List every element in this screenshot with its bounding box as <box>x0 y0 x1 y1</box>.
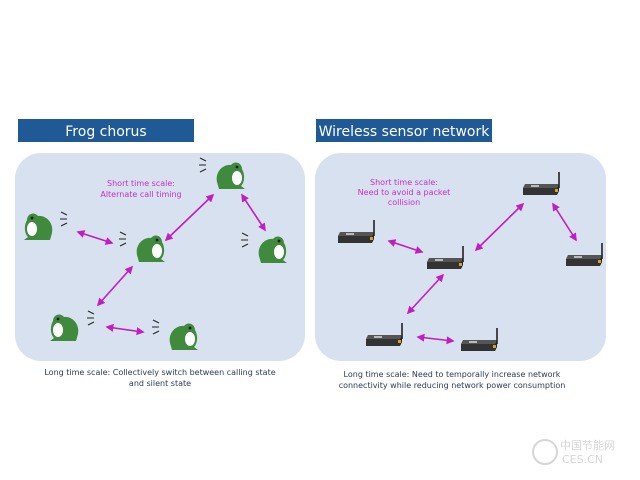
watermark-line1: 中国节能网 <box>560 438 615 452</box>
bidirectional-arrow <box>416 333 455 345</box>
bidirectional-arrow <box>552 202 577 242</box>
watermark-line2: CES.CN <box>562 453 603 466</box>
bidirectional-arrow <box>241 193 266 232</box>
bidirectional-arrow <box>96 265 134 307</box>
wsn-short-scale-line3: collision <box>388 198 420 207</box>
wsn-panel: Wireless sensor network Short time scale… <box>315 119 606 390</box>
frog-long-scale-line1: Long time scale: Collectively switch bet… <box>44 368 275 377</box>
frog-short-scale-line1: Short time scale: <box>107 179 175 188</box>
wsn-long-scale-line1: Long time scale: Need to temporally incr… <box>344 370 561 379</box>
bidirectional-arrow <box>406 273 445 315</box>
frog-chorus-header <box>18 119 194 142</box>
watermark-logo: 中国节能网 CES.CN <box>532 438 615 466</box>
bidirectional-arrow <box>76 230 114 245</box>
bidirectional-arrow <box>164 193 215 242</box>
frog-chorus-title: Frog chorus <box>65 124 146 140</box>
bidirectional-arrow <box>387 239 424 254</box>
bidirectional-arrow <box>105 323 145 336</box>
wsn-short-scale-line1: Short time scale: <box>370 178 438 187</box>
frog-long-scale-line2: and silent state <box>129 379 191 388</box>
wsn-header <box>316 119 492 142</box>
wsn-box <box>315 153 606 361</box>
wsn-long-scale-line2: connectivity while reducing network powe… <box>339 381 566 390</box>
wsn-title: Wireless sensor network <box>319 124 491 140</box>
frog-chorus-panel: Frog chorus Short time scale: Alternate … <box>15 119 305 388</box>
frog-short-scale-line2: Alternate call timing <box>100 190 181 199</box>
bidirectional-arrow <box>474 202 525 252</box>
wsn-short-scale-line2: Need to avoid a packet <box>358 188 451 197</box>
